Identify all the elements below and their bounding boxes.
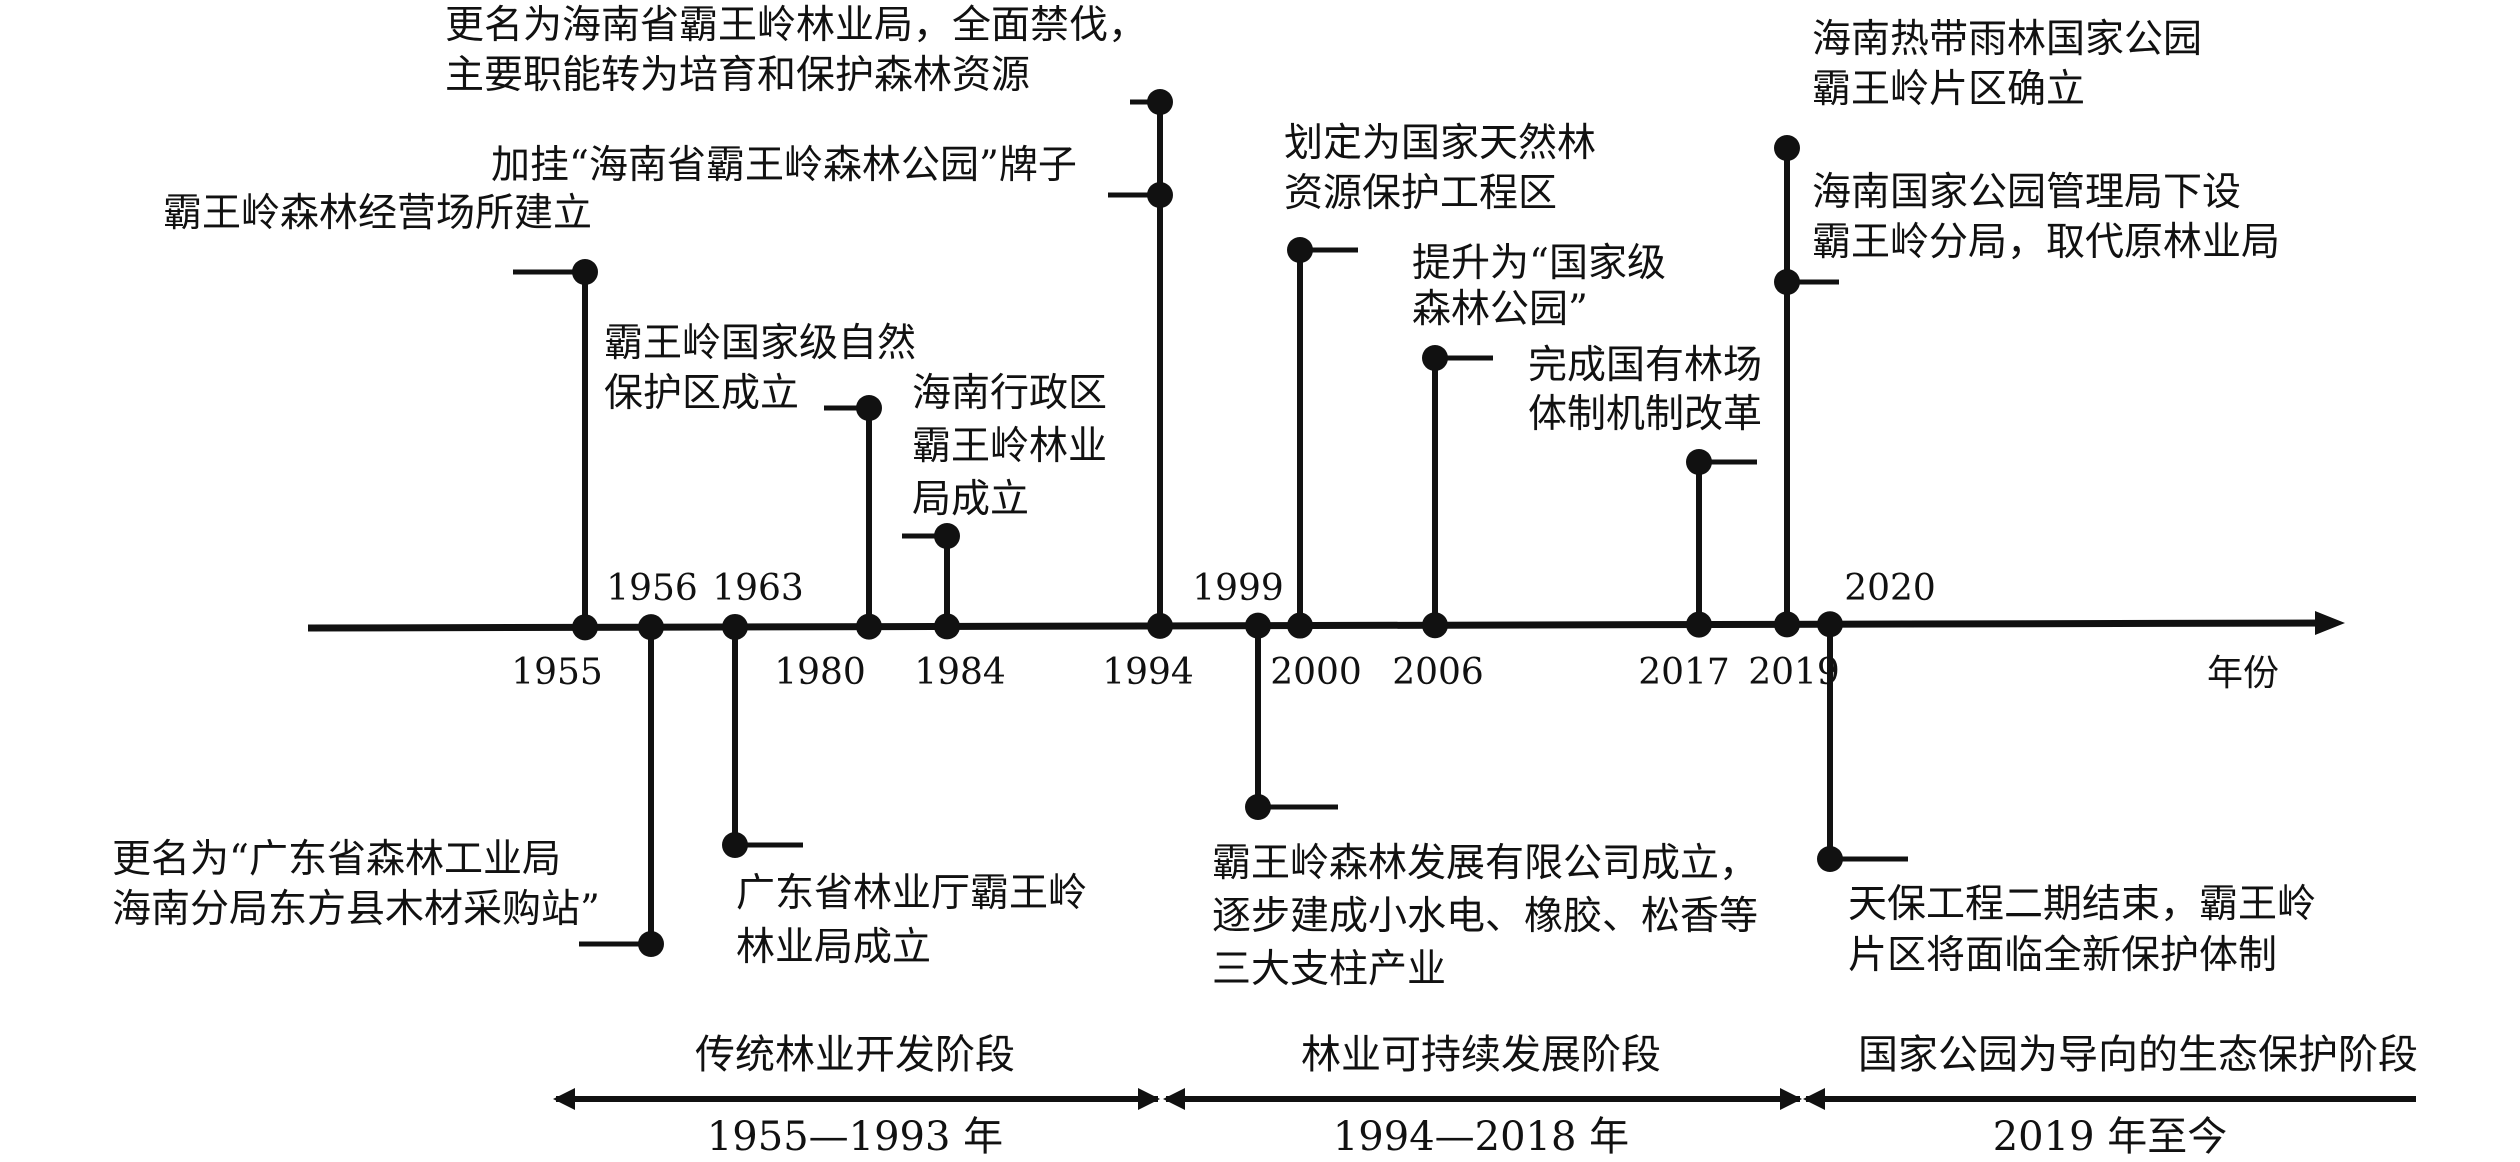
event-label-11-line-0: 海南热带雨林国家公园 bbox=[1812, 17, 2202, 62]
event-dot-12 bbox=[1774, 269, 1800, 295]
year-label-1984: 1984 bbox=[914, 652, 1006, 693]
event-label-8-line-0: 划定为国家天然林 bbox=[1284, 121, 1596, 166]
axis-dot-2020 bbox=[1817, 611, 1843, 638]
event-label-7-line-0: 霸王岭森林发展有限公司成立， bbox=[1212, 841, 1758, 886]
stage-period: 1994—2018 年 bbox=[1333, 1114, 1629, 1160]
event-label-9-line-0: 提升为“国家级 bbox=[1412, 241, 1666, 286]
axis-dot-2017 bbox=[1686, 611, 1712, 638]
event-dot-11 bbox=[1774, 135, 1800, 161]
year-label-2006: 2006 bbox=[1392, 652, 1484, 693]
year-label-1994: 1994 bbox=[1102, 652, 1194, 693]
event-label-13-line-0: 天保工程二期结束，霸王岭 bbox=[1848, 882, 2316, 927]
event-label-8-line-1: 资源保护工程区 bbox=[1284, 171, 1557, 216]
stage-arrowhead-right bbox=[1780, 1088, 1802, 1110]
year-label-1999: 1999 bbox=[1192, 568, 1284, 609]
stage-name: 国家公园为导向的生态保护阶段 bbox=[1858, 1032, 2418, 1078]
axis-dot-2006 bbox=[1422, 612, 1448, 639]
axis-dot-1999 bbox=[1245, 612, 1271, 639]
stage-national-park: 国家公园为导向的生态保护阶段 2019 年至今 bbox=[1803, 1032, 2418, 1160]
event-dot-10 bbox=[1686, 449, 1712, 475]
event-label-2-line-0: 广东省林业厅霸王岭 bbox=[736, 871, 1087, 916]
event-dot-7 bbox=[1245, 794, 1271, 820]
event-dot-3 bbox=[856, 395, 882, 421]
axis-dot-2000 bbox=[1287, 612, 1313, 639]
axis-dot-1963 bbox=[722, 613, 748, 640]
event-label-5-line-1: 主要职能转为培育和保护森林资源 bbox=[445, 53, 1030, 98]
event-label-7-line-1: 逐步建成小水电、橡胶、松香等 bbox=[1212, 894, 1758, 939]
event-label-2-line-1: 林业局成立 bbox=[736, 925, 931, 970]
year-labels: 1955 1956 1963 1980 1984 1994 1999 2000 2006 2017… bbox=[511, 568, 1936, 693]
stage-name: 林业可持续发展阶段 bbox=[1301, 1032, 1661, 1078]
event-label-4-line-0: 海南行政区 bbox=[912, 371, 1107, 416]
event-label-10-line-1: 体制机制改革 bbox=[1528, 392, 1762, 437]
event-dot-2 bbox=[722, 832, 748, 858]
time-axis bbox=[307, 619, 2336, 632]
event-label-5-line-0: 更名为海南省霸王岭林业局，全面禁伐， bbox=[445, 3, 1147, 48]
event-dot-6 bbox=[1147, 182, 1173, 208]
event-label-3-line-1: 保护区成立 bbox=[604, 371, 799, 416]
axis-dot-1984 bbox=[934, 613, 960, 640]
stage-arrowhead-right bbox=[1138, 1088, 1160, 1110]
axis-year-dots bbox=[572, 611, 1843, 641]
event-label-12-line-1: 霸王岭分局，取代原林业局 bbox=[1812, 220, 2280, 265]
event-label-7-line-2: 三大支柱产业 bbox=[1212, 947, 1446, 992]
event-label-1-line-0: 更名为“广东省森林工业局 bbox=[112, 837, 561, 882]
event-label-0-line-0: 霸王岭森林经营场所建立 bbox=[163, 191, 592, 236]
stage-period: 1955—1993 年 bbox=[707, 1114, 1003, 1160]
stage-arrowhead-left bbox=[1163, 1088, 1185, 1110]
event-label-10-line-0: 完成国有林场 bbox=[1528, 343, 1762, 388]
event-dot-5 bbox=[1147, 89, 1173, 115]
axis-dot-1980 bbox=[856, 613, 882, 640]
event-dot-9 bbox=[1422, 345, 1448, 371]
year-label-1955: 1955 bbox=[511, 652, 603, 693]
axis-dot-1994 bbox=[1147, 612, 1173, 639]
stage-period: 2019 年至今 bbox=[1993, 1114, 2228, 1160]
stage-arrowhead-left bbox=[553, 1088, 575, 1110]
year-label-2017: 2017 bbox=[1638, 652, 1730, 693]
year-label-2019: 2019 bbox=[1748, 652, 1840, 693]
axis-dot-2019 bbox=[1774, 611, 1800, 638]
year-label-1980: 1980 bbox=[774, 652, 866, 693]
stage-name: 传统林业开发阶段 bbox=[695, 1032, 1015, 1078]
event-dot-1 bbox=[638, 931, 664, 957]
stage-arrowhead-left bbox=[1803, 1088, 1825, 1110]
event-dot-8 bbox=[1287, 237, 1313, 263]
event-dot-13 bbox=[1817, 846, 1843, 872]
event-stems bbox=[513, 89, 1908, 957]
stage-traditional: 传统林业开发阶段 1955—1993 年 bbox=[553, 1032, 1160, 1160]
event-label-4-line-2: 局成立 bbox=[912, 477, 1029, 522]
year-label-1963: 1963 bbox=[712, 568, 804, 609]
event-label-13-line-1: 片区将面临全新保护体制 bbox=[1848, 933, 2277, 978]
axis-label: 年份 bbox=[2207, 653, 2279, 694]
time-axis-arrowhead bbox=[2315, 611, 2345, 635]
axis-dot-1955 bbox=[572, 614, 598, 641]
event-label-11-line-1: 霸王岭片区确立 bbox=[1812, 67, 2085, 112]
event-dot-4 bbox=[934, 523, 960, 549]
year-label-2020: 2020 bbox=[1844, 568, 1936, 609]
year-label-2000: 2000 bbox=[1270, 652, 1362, 693]
event-label-4-line-1: 霸王岭林业 bbox=[912, 424, 1107, 469]
event-label-3-line-0: 霸王岭国家级自然 bbox=[604, 321, 916, 366]
axis-dot-1956 bbox=[638, 614, 664, 641]
year-label-1956: 1956 bbox=[606, 568, 698, 609]
event-label-6-line-0: 加挂“海南省霸王岭森林公园”牌子 bbox=[491, 143, 1077, 188]
event-dot-0 bbox=[572, 259, 598, 285]
event-label-12-line-0: 海南国家公园管理局下设 bbox=[1812, 170, 2241, 215]
event-label-9-line-1: 森林公园” bbox=[1412, 287, 1588, 332]
stage-sustainable: 林业可持续发展阶段 1994—2018 年 bbox=[1163, 1032, 1802, 1160]
event-label-1-line-1: 海南分局东方县木材采购站” bbox=[112, 887, 600, 932]
